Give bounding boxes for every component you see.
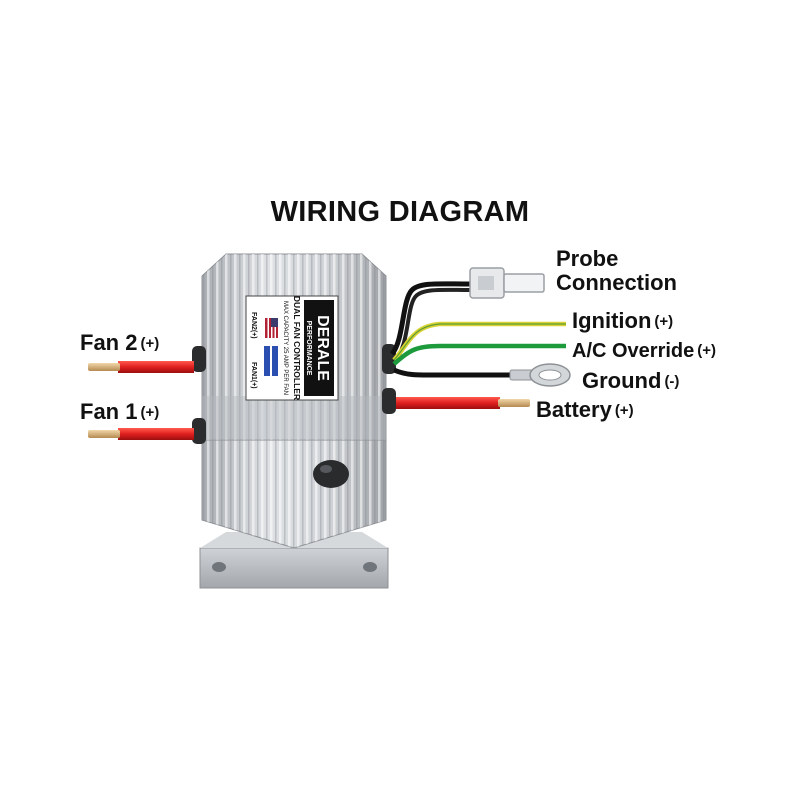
battery-terminal — [498, 399, 530, 407]
left-grommets — [192, 346, 206, 444]
ignition-wire — [392, 321, 566, 362]
probe-wire — [389, 267, 545, 364]
ground-label: Ground(-) — [582, 368, 680, 393]
lower-housing — [201, 439, 387, 549]
fan2-label: Fan 2(+) — [80, 330, 160, 355]
probe-connection-label: Probe Connection — [556, 246, 677, 295]
battery-label: Battery(+) — [536, 397, 634, 422]
fan1-wire — [88, 428, 194, 440]
svg-text:FAN1(+): FAN1(+) — [250, 362, 257, 389]
ignition-label: Ignition(+) — [572, 308, 674, 333]
svg-text:FAN2(+): FAN2(+) — [250, 312, 257, 339]
mounting-hole-left — [212, 562, 226, 572]
ac-override-wire — [392, 343, 566, 366]
svg-text:DUAL FAN CONTROLLER: DUAL FAN CONTROLLER — [292, 296, 302, 400]
fan2-terminal — [88, 363, 120, 371]
mounting-flange — [199, 532, 389, 589]
fan1-label: Fan 1(+) — [80, 399, 160, 424]
fan1-terminal — [88, 430, 120, 438]
brand-logo-text: DERALE — [314, 315, 331, 381]
controller-label: DERALE PERFORMANCE DUAL FAN CONTROLLER M… — [245, 295, 339, 401]
svg-text:PERFORMANCE: PERFORMANCE — [305, 321, 312, 376]
mounting-hole-right — [363, 562, 377, 572]
fan2-wire — [88, 361, 194, 373]
ac-override-label: A/C Override(+) — [572, 340, 717, 362]
diagram-title: WIRING DIAGRAM — [270, 196, 530, 228]
battery-wire — [396, 397, 530, 409]
ground-wire — [393, 363, 571, 387]
probe-port — [313, 460, 349, 488]
svg-text:MAX CAPACITY 25 AMP PER FAN: MAX CAPACITY 25 AMP PER FAN — [282, 301, 288, 395]
